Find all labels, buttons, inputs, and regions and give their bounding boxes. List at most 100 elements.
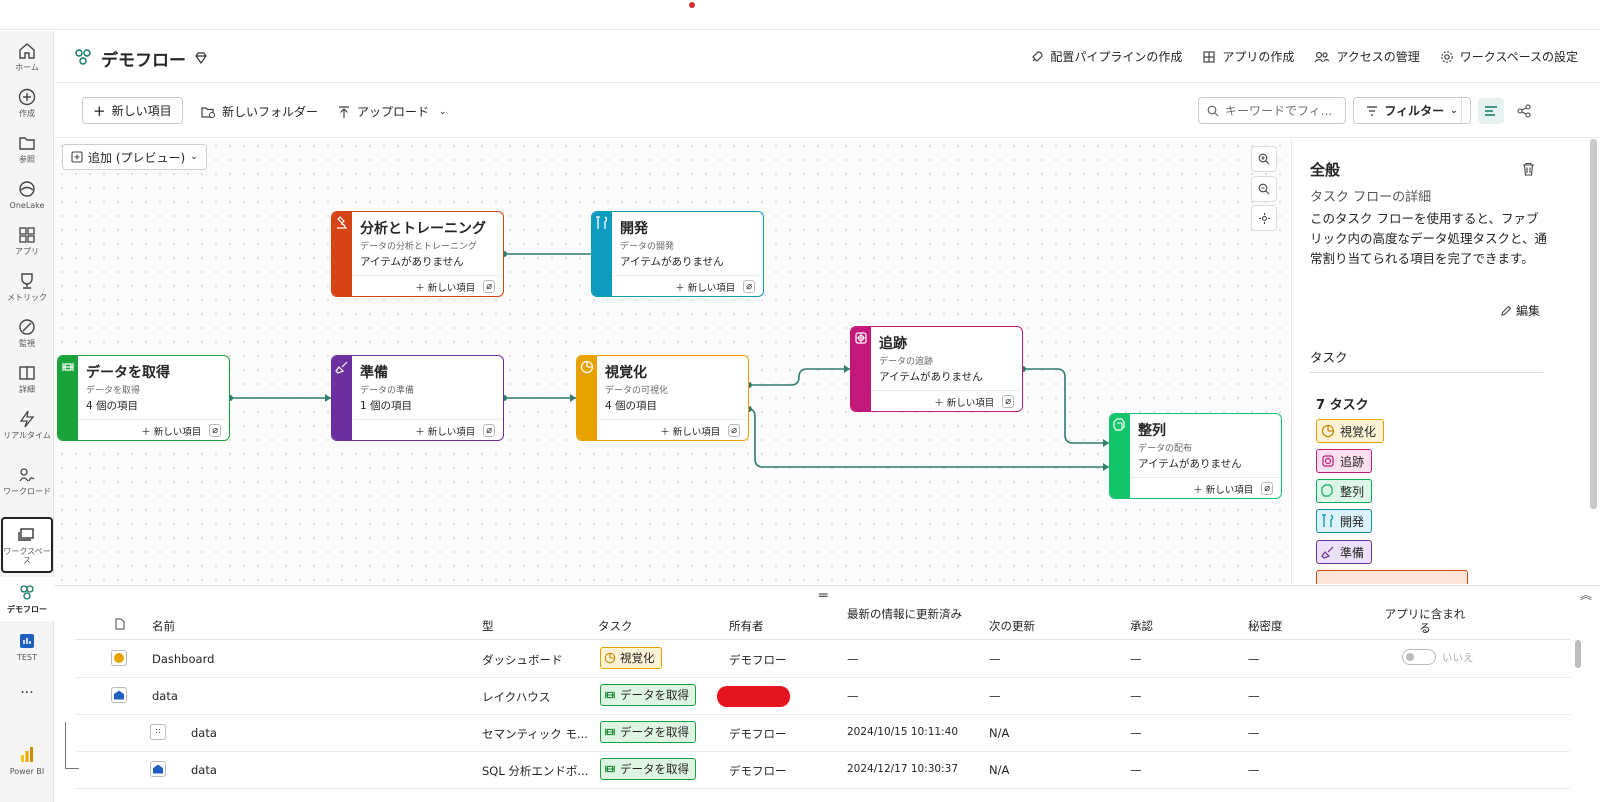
add-preview-button[interactable]: 追加 (プレビュー) ⌄ — [62, 144, 207, 170]
trash-icon[interactable] — [1522, 162, 1535, 176]
cell-name[interactable]: data — [191, 763, 217, 777]
col-in-app[interactable]: アプリに含まれる — [1384, 607, 1466, 635]
rail-create[interactable]: 作成 — [0, 81, 54, 125]
cell-type: セマンティック モ... — [482, 727, 588, 741]
col-refreshed[interactable]: 最新の情報に更新済み — [847, 607, 962, 621]
task-tag-develop[interactable]: 開発 — [1316, 509, 1373, 533]
task-tag-prepare[interactable]: 準備 — [1316, 540, 1373, 564]
table-row[interactable]: Dashboard ダッシュボード 視覚化 デモフロー — — — — いいえ — [75, 641, 1570, 678]
rail-workspaces[interactable]: ワークスペース — [1, 517, 53, 573]
include-in-app-toggle[interactable]: いいえ — [1402, 649, 1474, 665]
task-tag-align[interactable]: 整列 — [1316, 479, 1373, 503]
table-row[interactable]: data SQL 分析エンドポ... データを取得 デモフロー 2024/12/… — [75, 752, 1570, 789]
task-tag-track[interactable]: 追跡 — [1316, 449, 1373, 473]
col-next-refresh[interactable]: 次の更新 — [989, 619, 1035, 633]
paperclip-icon[interactable]: ⌀ — [209, 424, 221, 437]
rail-workload[interactable]: ワークロード — [0, 459, 54, 503]
task-badge[interactable]: データを取得 — [600, 758, 696, 780]
fit-view-button[interactable] — [1251, 205, 1277, 231]
table-row[interactable]: data レイクハウス データを取得 — — — — — [75, 678, 1570, 715]
table-row[interactable]: ∷ data セマンティック モ... データを取得 デモフロー 2024/10… — [75, 715, 1570, 752]
rail-details[interactable]: 詳細 — [0, 357, 54, 401]
card-new-item-button[interactable]: ＋ 新しい項目 — [660, 426, 721, 438]
workspace-settings-button[interactable]: ワークスペースの設定 — [1440, 48, 1578, 65]
filter-button[interactable]: フィルター ⌄ — [1353, 97, 1471, 124]
task-card-prepare[interactable]: 準備 データの準備 1 個の項目 ＋ 新しい項目 ⌀ — [331, 355, 504, 441]
col-task[interactable]: タスク — [598, 619, 633, 633]
rail-powerbi[interactable]: Power BI — [0, 739, 54, 783]
card-new-item-button[interactable]: ＋ 新しい項目 — [934, 397, 995, 409]
create-pipeline-button[interactable]: 配置パイプラインの作成 — [1030, 48, 1182, 65]
panel-scrollbar[interactable] — [1590, 139, 1597, 509]
task-card-get-data[interactable]: データを取得 データを取得 4 個の項目 ＋ 新しい項目 ⌀ — [57, 355, 230, 441]
resize-handle[interactable]: ═ — [819, 588, 828, 604]
col-name[interactable]: 名前 — [152, 619, 175, 633]
paperclip-icon[interactable]: ⌀ — [728, 424, 740, 437]
cell-name[interactable]: data — [152, 689, 178, 703]
zoom-out-button[interactable] — [1251, 176, 1277, 202]
upload-button[interactable]: アップロード ⌄ — [337, 103, 447, 120]
broom-icon — [335, 361, 348, 374]
rail-home[interactable]: ホーム — [0, 35, 54, 79]
table-scrollbar[interactable] — [1575, 640, 1581, 668]
paperclip-icon[interactable]: ⌀ — [1002, 395, 1014, 408]
task-flow-canvas[interactable]: 追加 (プレビュー) ⌄ 分析とト — [55, 139, 1290, 584]
card-new-item-button[interactable]: ＋ 新しい項目 — [415, 426, 476, 438]
rail-demoflow[interactable]: デモフロー — [0, 577, 54, 621]
col-type[interactable]: 型 — [482, 619, 494, 633]
new-folder-button[interactable]: 新しいフォルダー — [201, 103, 318, 120]
toggle-switch[interactable] — [1402, 649, 1436, 665]
task-tag-partial[interactable] — [1316, 570, 1468, 584]
cell-name[interactable]: data — [191, 726, 217, 740]
zoom-in-button[interactable] — [1251, 146, 1277, 172]
chevron-down-icon: ⌄ — [1450, 105, 1458, 116]
task-badge[interactable]: データを取得 — [600, 684, 696, 706]
rail-metrics[interactable]: メトリック — [0, 265, 54, 309]
left-rail: ホーム 作成 参照 OneLake アプリ メトリック 監視 詳細 リアルタイム… — [0, 31, 54, 802]
task-card-align[interactable]: 整列 データの配布 アイテムがありません ＋ 新しい項目 ⌀ — [1109, 413, 1282, 499]
tools-icon — [1322, 514, 1334, 527]
card-title: 視覚化 — [605, 365, 647, 381]
rail-browse[interactable]: 参照 — [0, 127, 54, 171]
collapse-icon[interactable]: ︽ — [1579, 588, 1592, 602]
task-badge[interactable]: 視覚化 — [600, 647, 662, 669]
paperclip-icon[interactable]: ⌀ — [1261, 482, 1273, 495]
task-card-track[interactable]: 追跡 データの追跡 アイテムがありません ＋ 新しい項目 ⌀ — [850, 326, 1023, 412]
card-new-item-button[interactable]: ＋ 新しい項目 — [1193, 484, 1254, 496]
rail-onelake[interactable]: OneLake — [0, 173, 54, 217]
card-band — [592, 212, 612, 296]
task-card-analysis[interactable]: 分析とトレーニング データの分析とトレーニング アイテムがありません ＋ 新しい… — [331, 211, 504, 297]
card-new-item-button[interactable]: ＋ 新しい項目 — [675, 282, 736, 294]
task-card-develop[interactable]: 開発 データの開発 アイテムがありません ＋ 新しい項目 ⌀ — [591, 211, 764, 297]
task-tag-visualize[interactable]: 視覚化 — [1316, 419, 1385, 443]
col-owner[interactable]: 所有者 — [729, 619, 764, 633]
rail-monitor[interactable]: 監視 — [0, 311, 54, 355]
card-footer: ＋ 新しい項目 ⌀ — [612, 275, 763, 296]
card-new-item-button[interactable]: ＋ 新しい項目 — [141, 426, 202, 438]
create-app-button[interactable]: アプリの作成 — [1202, 48, 1294, 65]
task-badge[interactable]: データを取得 — [600, 721, 696, 743]
workload-icon — [19, 468, 35, 482]
items-table-pane: ═ ︽ 名前 型 タスク 所有者 最新の情報に更新済み 次の更新 承認 秘密度 … — [55, 585, 1600, 802]
col-endorsement[interactable]: 承認 — [1130, 619, 1153, 633]
paperclip-icon[interactable]: ⌀ — [483, 424, 495, 437]
paperclip-icon[interactable]: ⌀ — [483, 280, 495, 293]
edit-button[interactable]: 編集 — [1500, 302, 1540, 319]
rail-apps[interactable]: アプリ — [0, 219, 54, 263]
cell-name[interactable]: Dashboard — [152, 652, 215, 666]
task-card-visualize[interactable]: 視覚化 データの可視化 4 個の項目 ＋ 新しい項目 ⌀ — [576, 355, 749, 441]
lakehouse-icon — [111, 687, 127, 703]
card-subtitle: データの分析とトレーニング — [360, 242, 478, 252]
card-new-item-button[interactable]: ＋ 新しい項目 — [415, 282, 476, 294]
new-item-button[interactable]: + 新しい項目 — [82, 97, 183, 124]
search-input[interactable]: キーワードでフィ... — [1198, 97, 1346, 124]
rail-test[interactable]: TEST — [0, 625, 54, 669]
list-view-button[interactable] — [1478, 98, 1504, 124]
rail-more[interactable]: ... — [0, 677, 54, 721]
rail-realtime[interactable]: リアルタイム — [0, 403, 54, 447]
col-sensitivity[interactable]: 秘密度 — [1248, 619, 1283, 633]
task-tag-label: 開発 — [1340, 514, 1365, 529]
paperclip-icon[interactable]: ⌀ — [743, 280, 755, 293]
lineage-view-button[interactable] — [1511, 98, 1537, 124]
manage-access-button[interactable]: アクセスの管理 — [1314, 48, 1420, 65]
